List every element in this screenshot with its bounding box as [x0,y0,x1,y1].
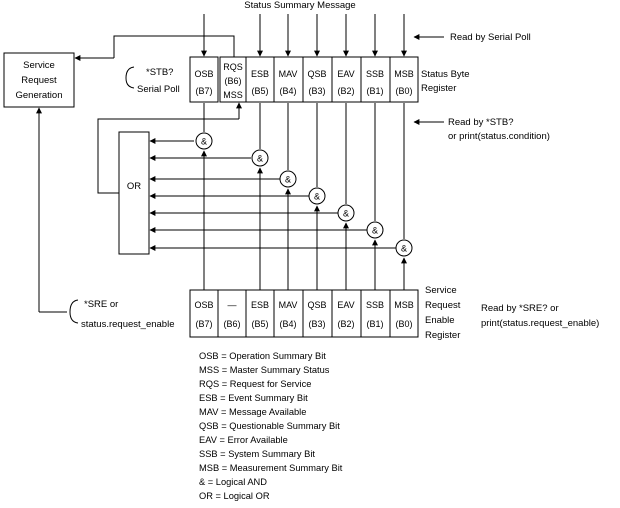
read-stb-text-2: or print(status.condition) [448,131,550,142]
mss-feedback-line [97,102,242,194]
legend-ssb: SSB = System Summary Bit [199,449,315,459]
legend-mav: MAV = Message Available [199,407,306,417]
sre-msb-bit: (B0) [395,319,412,329]
enable-register-labels: OSB (B7) — (B6) ESB (B5) MAV (B4) QSB (B… [194,300,413,329]
and-gate-esb-symbol: & [257,154,263,164]
sre-eav-bit: (B2) [337,319,354,329]
and-gate-qsb-symbol: & [314,192,320,202]
sb-qsb-bit: (B3) [308,86,325,96]
status-byte-to-and-lines [203,103,405,239]
sre-b6-name: — [228,300,237,310]
sre-qsb-bit: (B3) [308,319,325,329]
sb-eav-name: EAV [337,69,354,79]
sre-query-text: *SRE or [84,299,118,310]
sb-msb-bit: (B0) [395,86,412,96]
legend-rqs: RQS = Request for Service [199,379,311,389]
sb-rqs-name: RQS [223,62,243,72]
legend-qsb: QSB = Questionable Summary Bit [199,421,340,431]
legend: OSB = Operation Summary Bit MSS = Master… [199,351,343,501]
enable-register-label-1: Service [425,285,457,296]
legend-osb: OSB = Operation Summary Bit [199,351,326,361]
sb-esb-bit: (B5) [251,86,268,96]
and-gate-ssb [366,221,384,239]
serial-poll-text: Serial Poll [137,84,180,95]
and-gate-eav [337,204,355,222]
sre-label: *SRE or status.request_enable [69,299,174,330]
legend-mss: MSS = Master Summary Status [199,365,330,375]
sre-qsb-name: QSB [307,300,326,310]
stb-serial-poll-label: *STB? Serial Poll [125,66,180,95]
sre-osb-name: OSB [194,300,213,310]
sre-esb-name: ESB [251,300,269,310]
sb-ssb-bit: (B1) [366,86,383,96]
and-gate-qsb [308,187,326,205]
or-gate: OR [118,131,150,255]
sb-eav-bit: (B2) [337,86,354,96]
legend-or: OR = Logical OR [199,491,270,501]
summary-message-arrows [201,14,407,57]
and-gate-osb [195,132,213,150]
status-byte-register-label-2: Register [421,83,456,94]
service-request-generation-box: Service Request Generation [3,52,75,108]
sb-osb-bit: (B7) [195,86,212,96]
service-request-line3: Generation [15,90,62,101]
sb-qsb-name: QSB [307,69,326,79]
read-stb-text-1: Read by *STB? [448,117,513,128]
or-gate-label: OR [127,181,141,192]
enable-to-and-arrows [201,150,407,290]
legend-msb: MSB = Measurement Summary Bit [199,463,343,473]
service-request-line2: Request [21,75,57,86]
legend-esb: ESB = Event Summary Bit [199,393,308,403]
status-summary-message-title: Status Summary Message [244,0,355,11]
and-gate-ssb-symbol: & [372,226,378,236]
enable-register-label-2: Request [425,300,461,311]
sre-mav-bit: (B4) [279,319,296,329]
read-sre-text-2: print(status.request_enable) [481,318,599,329]
service-request-line1: Service [23,60,55,71]
and-gate-eav-symbol: & [343,209,349,219]
sb-mav-bit: (B4) [279,86,296,96]
rqs-to-service-request-arrow [74,35,235,61]
legend-and: & = Logical AND [199,477,267,487]
and-gate-msb-symbol: & [401,244,407,254]
and-to-or-lines [149,138,396,251]
sre-ssb-name: SSB [366,300,384,310]
sre-esb-bit: (B5) [251,319,268,329]
enable-register-label-4: Register [425,330,460,341]
and-gate-osb-symbol: & [201,137,207,147]
sre-msb-name: MSB [394,300,414,310]
sre-b6-bit: (B6) [223,319,240,329]
legend-eav: EAV = Error Available [199,435,288,445]
and-gate-mav [279,170,297,188]
status-request-enable-text: status.request_enable [81,319,174,330]
sb-rqs-b6: (B6) [224,76,241,86]
read-serial-poll-text: Read by Serial Poll [450,32,531,43]
sb-mav-name: MAV [279,69,298,79]
and-gate-esb [251,149,269,167]
status-byte-register-label-1: Status Byte [421,69,470,80]
sb-mss: MSS [223,90,243,100]
and-gates: & & & & & & & [195,132,413,257]
service-request-enable-register [189,289,419,338]
sre-osb-bit: (B7) [195,319,212,329]
enable-register-label-3: Enable [425,315,455,326]
and-gate-mav-symbol: & [285,175,291,185]
sb-esb-name: ESB [251,69,269,79]
status-byte-register [189,56,419,103]
read-sre-text-1: Read by *SRE? or [481,303,559,314]
sb-osb-name: OSB [194,69,213,79]
sre-ssb-bit: (B1) [366,319,383,329]
sre-eav-name: EAV [337,300,354,310]
stb-query-text: *STB? [146,67,173,78]
status-byte-register-labels: OSB (B7) RQS (B6) MSS ESB (B5) MAV (B4) … [194,62,413,100]
and-gate-msb [395,239,413,257]
sb-msb-name: MSB [394,69,414,79]
sre-to-service-request-arrow [36,107,67,313]
sre-mav-name: MAV [279,300,298,310]
sb-ssb-name: SSB [366,69,384,79]
